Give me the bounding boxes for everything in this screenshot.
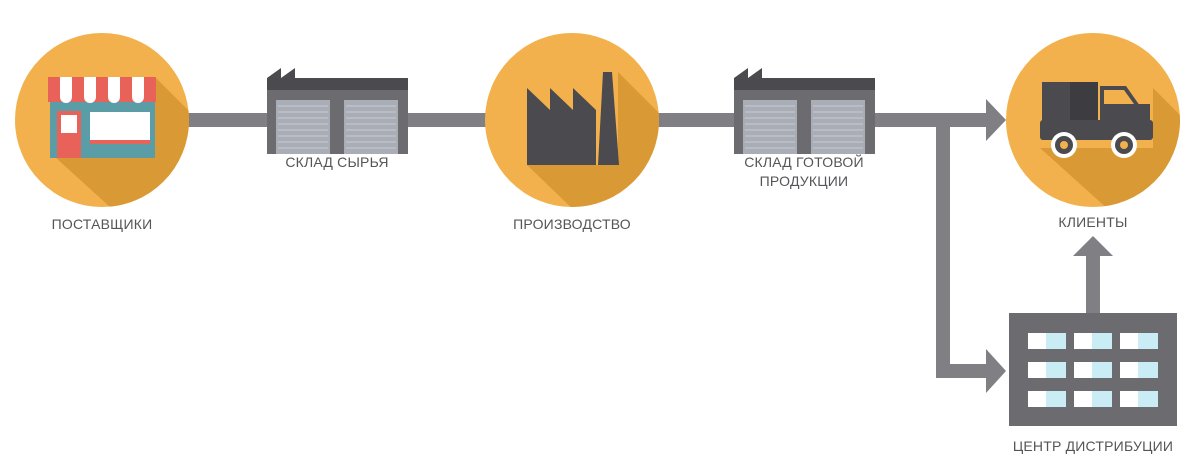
label-raw-warehouse: СКЛАД СЫРЬЯ <box>285 154 389 170</box>
building-windows <box>1028 333 1158 407</box>
node-suppliers <box>15 33 189 207</box>
truck-icon <box>1040 82 1153 158</box>
connector-to-distribution <box>936 364 991 378</box>
node-finished-warehouse <box>734 68 875 154</box>
connector-raw-warehouse-production <box>405 113 490 127</box>
warehouse-icon <box>734 68 875 154</box>
arrow-head-to-clients <box>986 99 1006 141</box>
node-clients <box>1006 33 1180 207</box>
node-distribution-center <box>1009 313 1177 426</box>
connector-production-finished-warehouse <box>655 113 740 127</box>
arrow-head-up-to-clients <box>1073 236 1113 256</box>
label-suppliers: ПОСТАВЩИКИ <box>51 216 153 232</box>
label-finished-warehouse: СКЛАД ГОТОВОЙ ПРОДУКЦИИ <box>729 153 879 191</box>
suppliers-long-shadow <box>55 77 189 207</box>
clients-long-shadow <box>1040 88 1180 207</box>
connector-distribution-clients <box>1086 255 1100 313</box>
production-long-shadow <box>527 72 659 207</box>
shop-icon <box>48 77 156 158</box>
warehouse-icon <box>267 68 408 154</box>
label-finished-warehouse-line-2: ПРОДУКЦИИ <box>759 173 849 189</box>
connector-finished-warehouse-clients <box>873 113 990 127</box>
factory-icon <box>527 72 619 165</box>
connector-suppliers-raw-warehouse <box>185 113 270 127</box>
label-production: ПРОИЗВОДСТВО <box>513 216 631 232</box>
label-finished-warehouse-line-1: СКЛАД ГОТОВОЙ <box>744 154 864 170</box>
label-distribution-center: ЦЕНТР ДИСТРИБУЦИИ <box>1012 438 1174 454</box>
node-raw-warehouse <box>267 68 408 154</box>
office-building-icon <box>1009 313 1177 426</box>
node-production <box>485 33 659 207</box>
arrow-head-to-distribution <box>986 349 1006 393</box>
connectors <box>185 99 1113 393</box>
label-clients: КЛИЕНТЫ <box>1058 214 1128 230</box>
connector-branch-down <box>936 113 950 378</box>
